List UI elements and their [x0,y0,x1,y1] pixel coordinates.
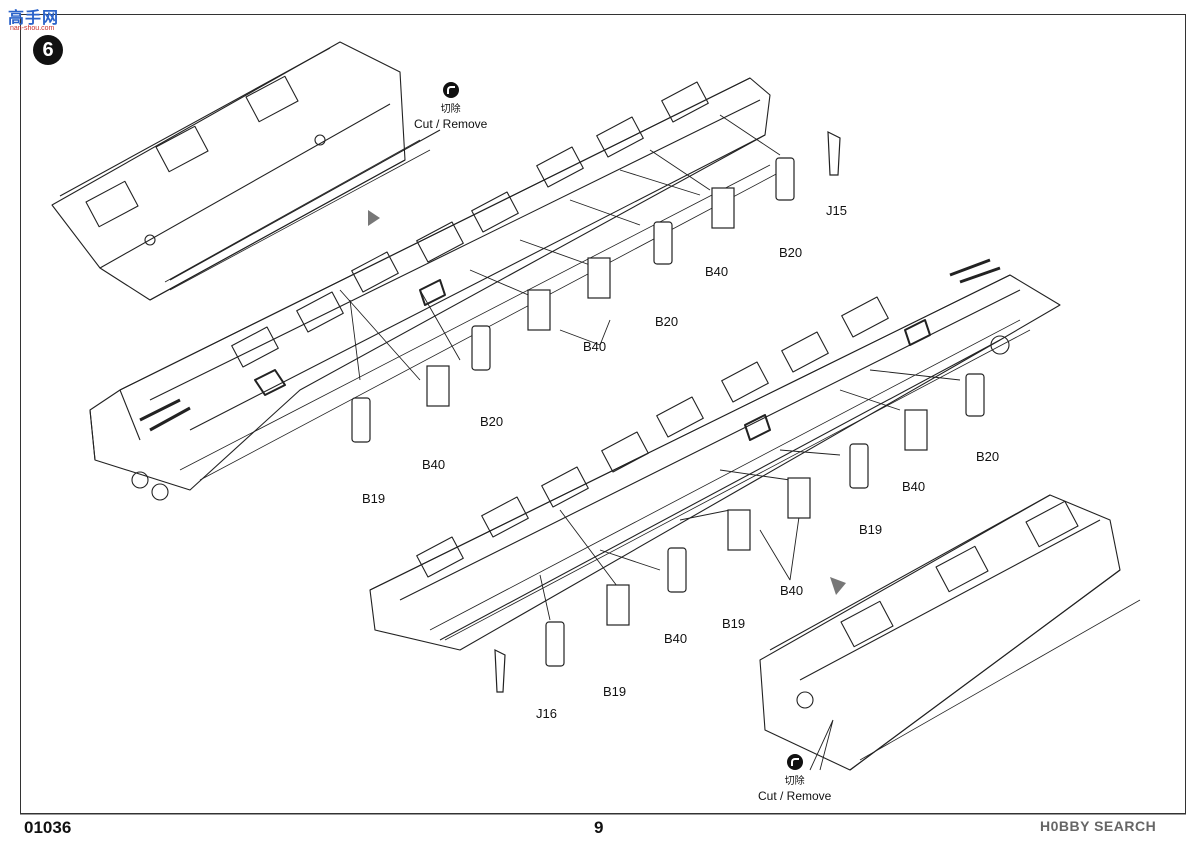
view-arrow [830,577,846,595]
part-label-b20: B20 [480,414,504,429]
cut-remove-note: 切除 Cut / Remove [758,754,831,803]
inset-chassis-bottom [759,494,1141,771]
cut-icon [442,82,459,98]
part-j15 [827,131,841,176]
part-label-b40: B40 [780,583,804,598]
part-b20-2 [653,221,673,265]
part-label-b40: B40 [664,631,688,646]
part-b40-6 [787,477,811,519]
part-b19-3 [667,547,687,593]
part-label-b20: B20 [976,449,1000,464]
cut-note-cn: 切除 [784,776,805,787]
part-b20-1 [775,157,795,201]
cut-note-cn: 切除 [440,104,461,115]
hobby-search-watermark: H0BBY SEARCH [1040,818,1157,834]
part-j16 [494,649,506,693]
chassis-lower [369,258,1061,651]
part-b40-2 [587,257,611,299]
step-number-badge: 6 [33,35,63,65]
part-label-b40: B40 [902,479,926,494]
part-label-b40: B40 [705,264,729,279]
part-b19-1 [351,397,371,443]
part-b20-3 [471,325,491,371]
leader-lines [339,114,961,771]
part-label-b19: B19 [362,491,386,506]
page-number: 9 [594,818,604,837]
part-label-b40: B40 [583,339,607,354]
cut-note-en: Cut / Remove [414,117,488,131]
part-label-b19: B19 [603,684,627,699]
part-b20-4 [965,373,985,417]
part-label-b20: B20 [655,314,679,329]
cut-note-en: Cut / Remove [758,789,832,803]
product-code: 01036 [24,818,72,837]
chassis-upper [89,77,781,501]
part-b40-1 [711,187,735,229]
watermark-logo-text: 高手网 [8,10,60,27]
part-b40-7 [727,509,751,551]
view-arrow [368,210,380,226]
cut-remove-note: 切除 Cut / Remove [414,82,487,131]
watermark-url: nan-shou.com [10,25,55,32]
part-label-j15: J15 [826,203,847,218]
cut-icon [786,754,803,770]
watermark-logo: 高手网 nan-shou.com [8,4,80,38]
part-label-j16: J16 [536,706,557,721]
part-b40-5 [904,409,928,451]
inset-chassis-top [51,41,441,301]
part-label-b20: B20 [779,245,803,260]
part-label-b19: B19 [722,616,746,631]
part-b40-8 [606,584,630,626]
part-b40-3 [527,289,551,331]
part-b19-4 [545,621,565,667]
part-b40-4 [426,365,450,407]
part-b19-2 [849,443,869,489]
part-label-b40: B40 [422,457,446,472]
part-label-b19: B19 [859,522,883,537]
